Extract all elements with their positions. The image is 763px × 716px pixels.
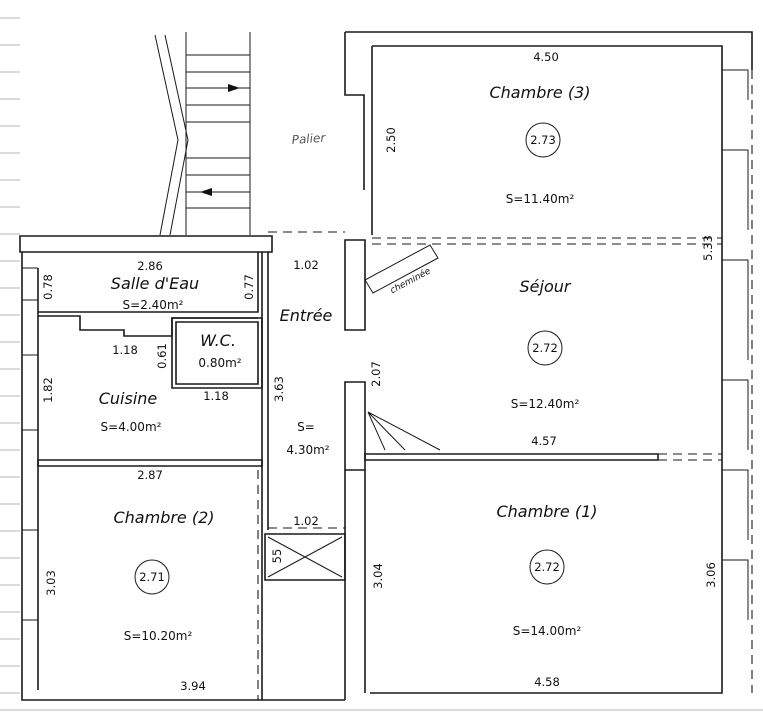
area-wc: 0.80m² <box>198 356 241 370</box>
height-chambre3: 2.73 <box>530 133 556 147</box>
height-circle-chambre1 <box>529 549 565 585</box>
dim-wc-bottom: 1.18 <box>203 389 229 403</box>
dim-cuisine-left: 1.82 <box>41 377 55 403</box>
outer-walls <box>19 31 753 701</box>
height-chambre1: 2.72 <box>534 560 560 574</box>
area-entree: 4.30m² <box>286 443 329 457</box>
room-name-chambre2: Chambre (2) <box>113 508 214 527</box>
height-chambre2: 2.71 <box>139 570 165 584</box>
room-name-sejour: Séjour <box>520 277 572 296</box>
area-sejour: S=12.40m² <box>511 397 580 411</box>
height-circle-sejour <box>527 330 563 366</box>
dim-chambre1-right: 3.06 <box>704 562 718 588</box>
room-name-cuisine: Cuisine <box>99 389 158 408</box>
room-name-chambre1: Chambre (1) <box>496 502 597 521</box>
dim-chambre2-bottom: 3.94 <box>180 679 206 693</box>
dim-chambre1-bottom: 4.58 <box>534 675 560 689</box>
area-chambre3: S=11.40m² <box>506 192 575 206</box>
margin-lines <box>0 17 763 711</box>
dim-sejour-chambre1-wall: 4.57 <box>531 434 557 448</box>
area-chambre2: S=10.20m² <box>124 629 193 643</box>
dim-chambre2-top: 2.87 <box>137 468 163 482</box>
dim-sejour-left: 2.07 <box>369 361 383 387</box>
dim-right-wall-upper: 5.33 <box>701 235 715 261</box>
area-entree-prefix: S= <box>297 420 315 434</box>
dim-entree-depth: 3.63 <box>272 376 286 402</box>
height-circle-chambre3 <box>525 122 561 158</box>
room-areas: S=11.40m² S=12.40m² S=14.00m² S=10.20m² … <box>101 192 582 643</box>
dim-chambre2-left: 3.03 <box>44 570 58 596</box>
dim-entree-bottom: 1.02 <box>293 514 319 528</box>
dim-chambre1-left: 3.04 <box>371 563 385 589</box>
door-swing <box>367 411 441 451</box>
dimensions: 4.50 2.50 5.33 2.07 4.57 3.04 3.06 4.58 … <box>41 50 718 693</box>
room-name-entree: Entrée <box>280 306 333 325</box>
area-cuisine: S=4.00m² <box>101 420 162 434</box>
area-chambre1: S=14.00m² <box>513 624 582 638</box>
dim-salle-eau-left: 0.78 <box>41 274 55 300</box>
dim-salle-eau-width: 2.86 <box>137 259 163 273</box>
room-name-chambre3: Chambre (3) <box>489 83 590 102</box>
chimney: cheminée <box>364 244 439 296</box>
room-name-salle-eau: Salle d'Eau <box>111 274 199 293</box>
dim-salle-eau-right: 0.77 <box>242 274 256 300</box>
height-circle-chambre2 <box>134 559 170 595</box>
staircase <box>154 32 251 236</box>
area-salle-eau: S=2.40m² <box>123 298 184 312</box>
dim-chambre3-depth: 2.50 <box>384 127 398 153</box>
dim-chambre3-width: 4.50 <box>533 50 559 64</box>
dim-wc-top: 1.18 <box>112 343 138 357</box>
room-name-wc: W.C. <box>200 331 236 350</box>
dim-wc-left: 0.61 <box>155 343 169 369</box>
dim-closet-depth: 55 <box>270 549 284 564</box>
interior-walls <box>37 231 722 700</box>
landing-label: Palier <box>291 131 327 147</box>
height-markers: 2.73 2.72 2.72 2.71 <box>134 122 565 595</box>
room-names: Chambre (3) Séjour Chambre (1) Chambre (… <box>99 83 598 527</box>
dim-entree-top: 1.02 <box>293 258 319 272</box>
height-sejour: 2.72 <box>532 341 558 355</box>
